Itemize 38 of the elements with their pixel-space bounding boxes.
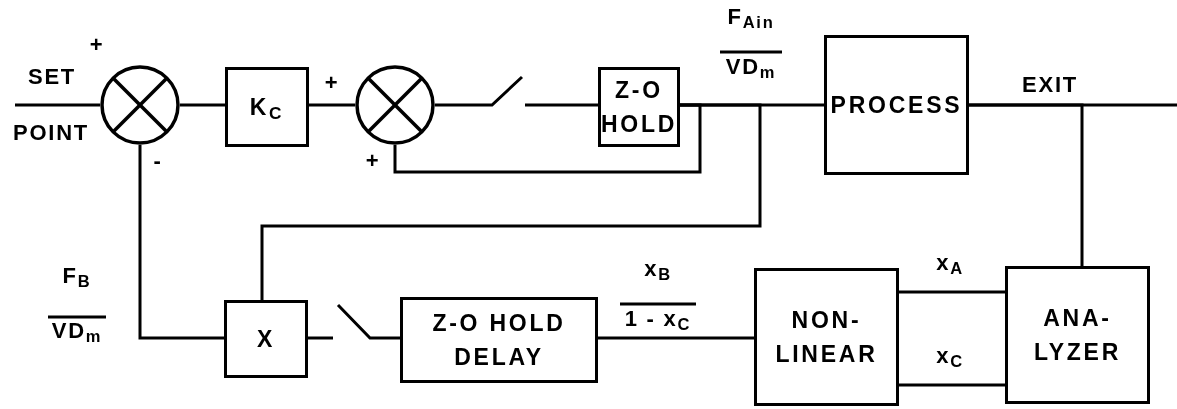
- signal-label: +: [323, 72, 341, 94]
- block-box: Z-O HOLD: [598, 67, 680, 147]
- signal-label: x$_{B}$: [643, 258, 673, 280]
- summing-junction: [100, 65, 180, 145]
- signal-line: [598, 336, 754, 340]
- signal-label: +: [88, 34, 106, 56]
- signal-label: F$_{B}$: [61, 265, 93, 287]
- block-box: PROCESS: [824, 35, 969, 175]
- block-box: NON- LINEAR: [754, 268, 899, 406]
- signal-label: 1 - x$_{C}$: [623, 308, 693, 330]
- signal-line: [525, 103, 598, 107]
- signal-label: x$_{C}$: [935, 345, 965, 367]
- signal-line: [138, 145, 224, 340]
- signal-label: F$_{Ain}$: [726, 6, 776, 28]
- signal-line: [373, 336, 400, 340]
- signal-label: EXIT: [1021, 74, 1079, 96]
- signal-line: [260, 103, 762, 300]
- signal-line: [15, 103, 100, 107]
- signal-label: VD$_{m}$: [724, 56, 778, 78]
- signal-label: POINT: [12, 122, 90, 144]
- signal-label: SET: [26, 66, 78, 88]
- signal-line: [899, 383, 1005, 387]
- signal-line: [969, 103, 1084, 266]
- signal-label: +: [364, 150, 382, 172]
- signal-line: [309, 103, 355, 107]
- signal-label: x$_{A}$: [935, 252, 965, 274]
- block-box: ANA- LYZER: [1005, 266, 1150, 404]
- signal-line: [899, 290, 1005, 294]
- signal-label: VD$_{m}$: [50, 320, 104, 342]
- block-box: K$_{C}$: [225, 67, 309, 147]
- signal-line: [180, 103, 225, 107]
- block-box: X: [224, 300, 308, 378]
- signal-line: [308, 336, 333, 340]
- signal-line: [435, 103, 490, 107]
- summing-junction: [355, 65, 435, 145]
- switch-symbol: [490, 75, 525, 107]
- signal-label: -: [152, 150, 164, 172]
- block-box: Z-O HOLD DELAY: [400, 297, 598, 383]
